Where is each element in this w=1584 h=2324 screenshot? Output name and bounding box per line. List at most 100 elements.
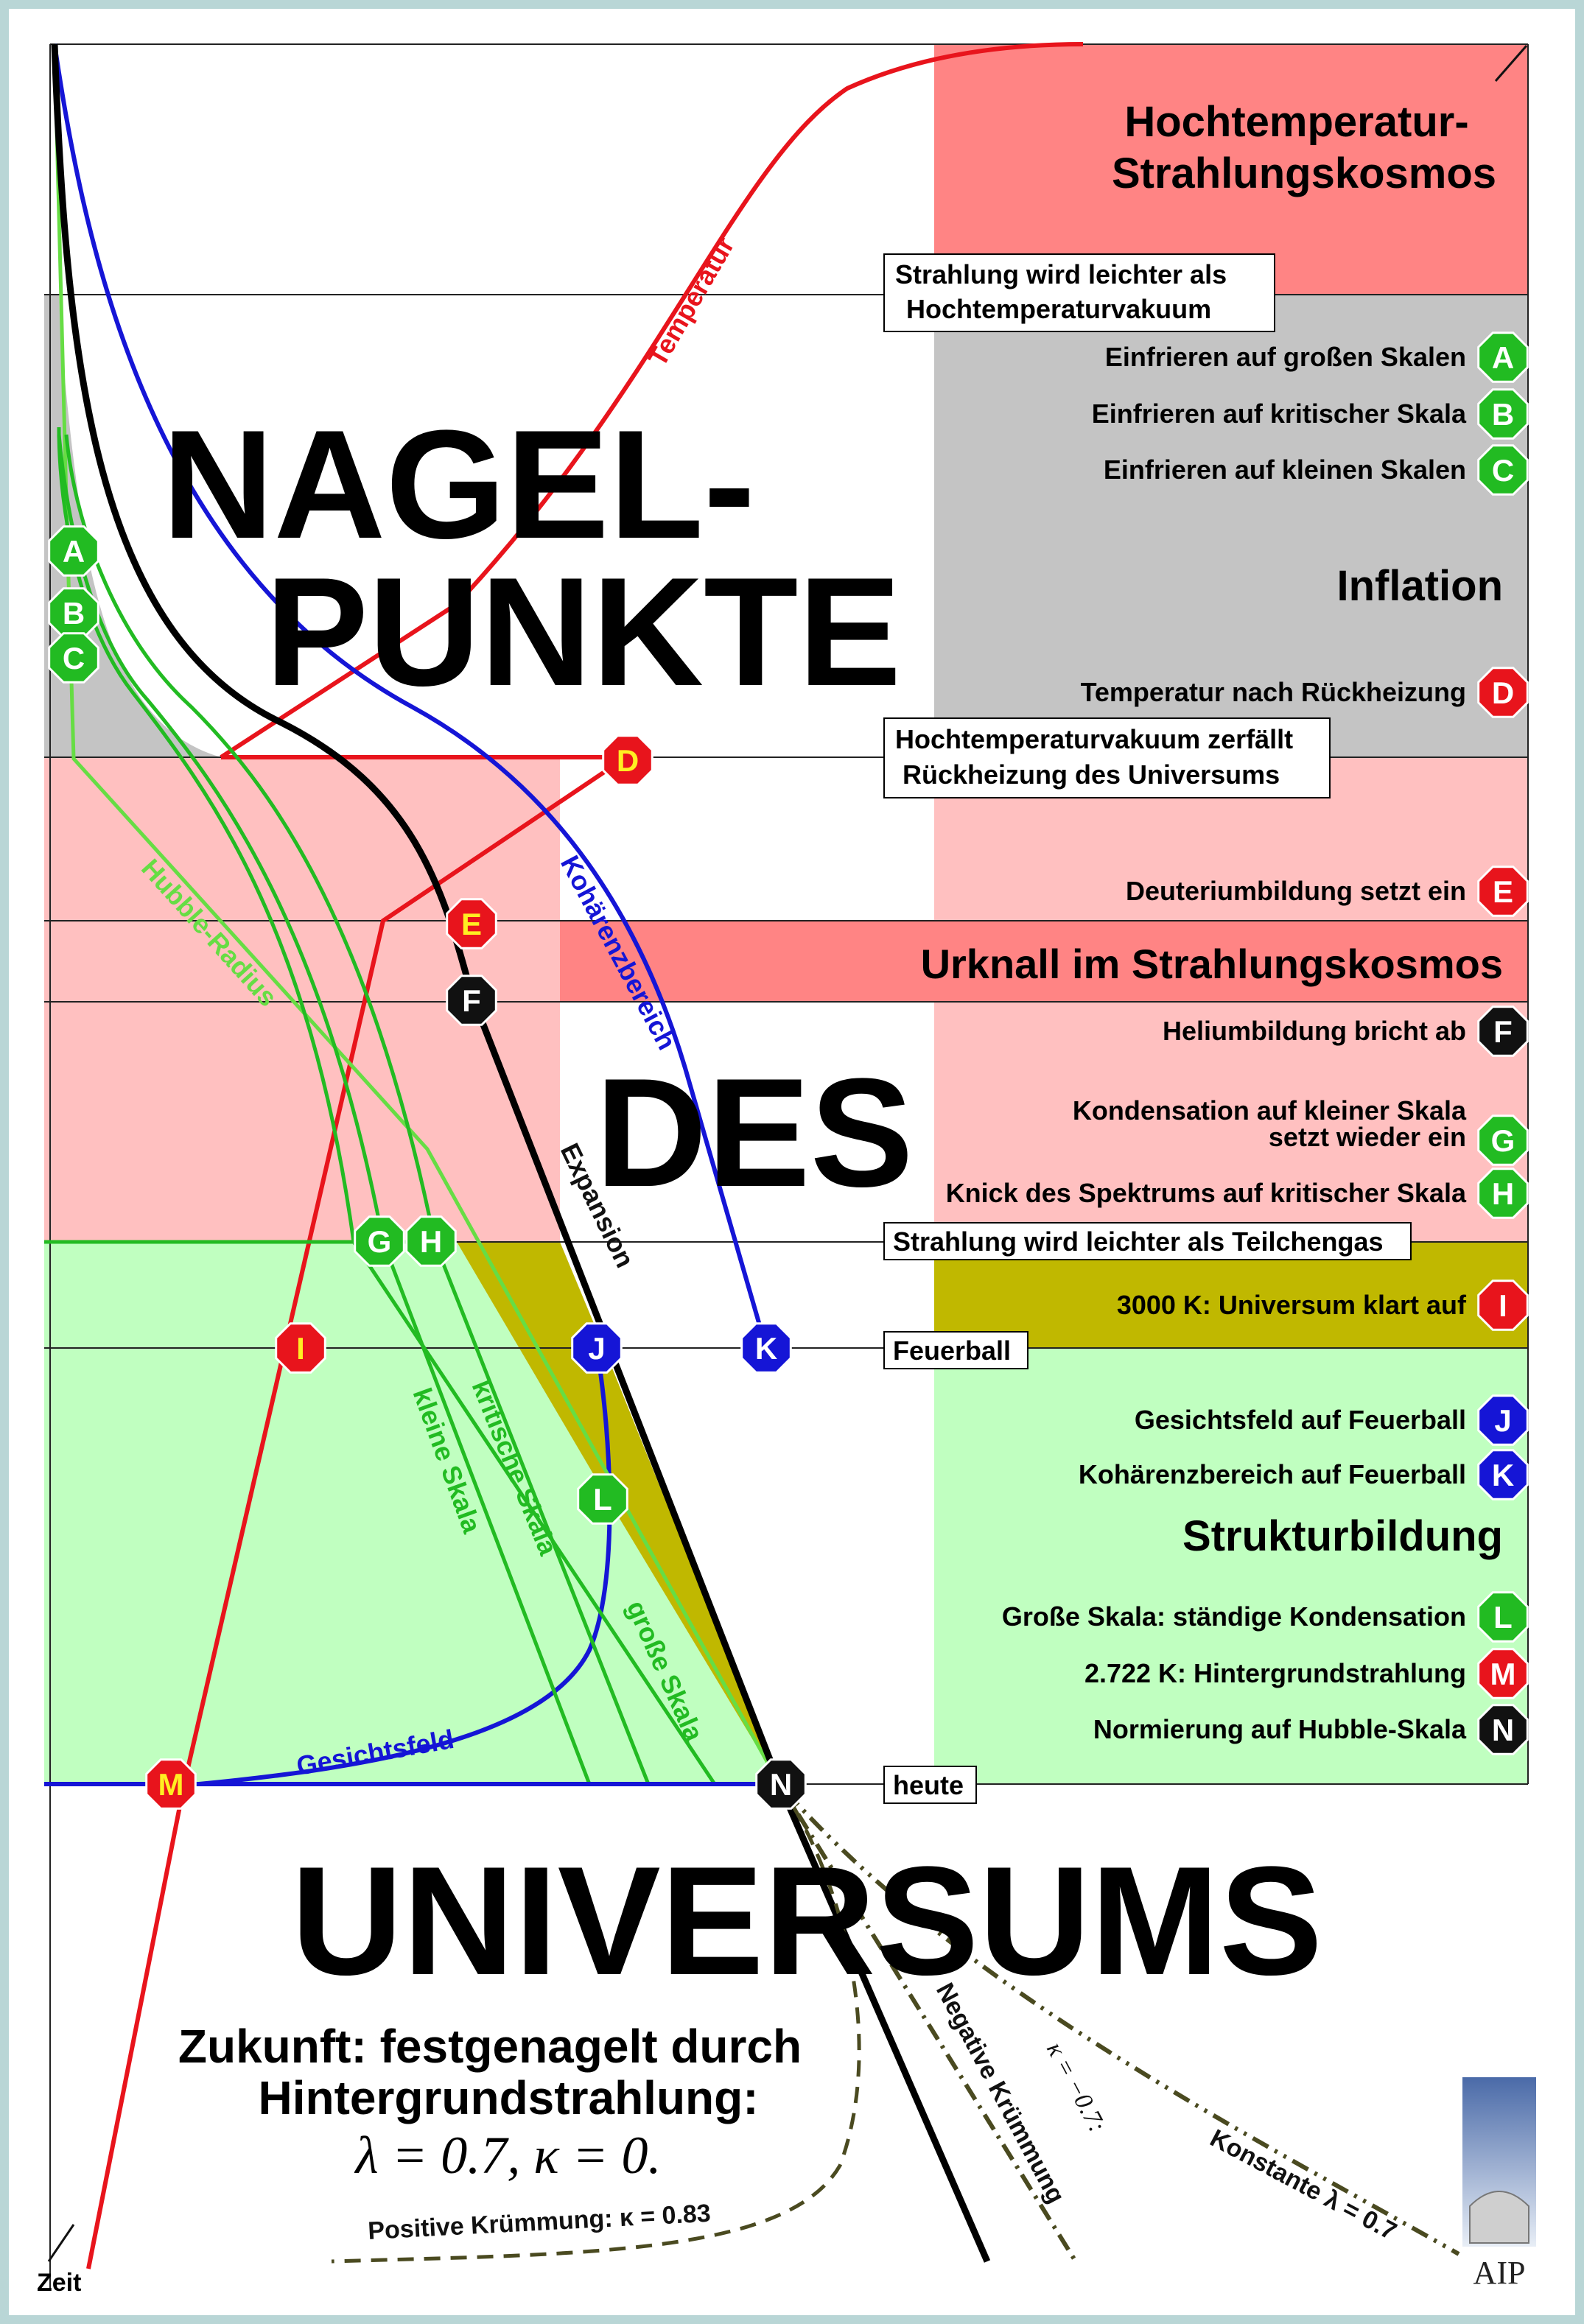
title-line3: DES (595, 1046, 914, 1219)
event-marker-b-letter: B (1492, 397, 1514, 432)
event-row-d: Temperatur nach Rückheizung (1081, 677, 1466, 707)
future-constant (777, 1783, 1460, 2256)
event-text-g: Kondensation auf kleiner Skala (1073, 1095, 1467, 1126)
diagram-marker-h: H (405, 1215, 457, 1267)
diagram-marker-n-letter: N (770, 1767, 792, 1802)
box-radiation-vacuum: Strahlung wird leichter als Hochtemperat… (883, 253, 1275, 332)
event-marker-m: M (1477, 1648, 1529, 1699)
event-row-k: Kohärenzbereich auf Feuerball (1079, 1459, 1466, 1489)
event-marker-i: I (1477, 1279, 1529, 1331)
svg-text:Strahlung wird leichter als Te: Strahlung wird leichter als Teilchengas (893, 1226, 1384, 1257)
event-marker-c: C (1477, 444, 1529, 496)
logo-text: AIP (1473, 2255, 1526, 2291)
event-marker-k-letter: K (1492, 1458, 1514, 1492)
event-marker-m-letter: M (1490, 1657, 1516, 1691)
diagram-marker-d: D (602, 734, 653, 786)
event-marker-j-letter: J (1494, 1403, 1511, 1438)
event-text-f: Heliumbildung bricht ab (1163, 1016, 1466, 1046)
diagram-marker-g: G (354, 1215, 405, 1267)
diagram-marker-e-letter: E (461, 907, 482, 941)
event-marker-h-letter: H (1492, 1176, 1514, 1211)
event-marker-n: N (1477, 1704, 1529, 1755)
title-line4: UNIVERSUMS (291, 1834, 1322, 2007)
event-text-b: Einfrieren auf kritischer Skala (1092, 399, 1467, 429)
event-marker-b: B (1477, 388, 1529, 440)
svg-text:Hochtemperaturvakuum: Hochtemperaturvakuum (906, 294, 1211, 324)
era-structure: Strukturbildung (1182, 1512, 1503, 1560)
diagram-marker-i-letter: I (296, 1331, 305, 1366)
era-high-temp2: Strahlungskosmos (1112, 150, 1496, 197)
diagram-marker-j-letter: J (588, 1331, 605, 1366)
event-row-j: Gesichtsfeld auf Feuerball (1135, 1405, 1466, 1435)
diagram-marker-g-letter: G (368, 1224, 392, 1259)
future-positive (331, 1783, 861, 2264)
event-row-e: Deuteriumbildung setzt ein (1126, 876, 1466, 906)
tick-bottom (47, 2224, 75, 2262)
box-vacuum-decays: Hochtemperaturvakuum zerfällt Rückheizun… (883, 717, 1331, 798)
event-text-j: Gesichtsfeld auf Feuerball (1135, 1405, 1466, 1435)
era-inflation: Inflation (1336, 562, 1503, 610)
event-marker-c-letter: C (1492, 453, 1514, 488)
event-marker-j: J (1477, 1394, 1529, 1446)
box-feuerball: Feuerball (883, 1331, 1028, 1369)
diagram-marker-b-letter: B (63, 596, 85, 631)
diagram-marker-k-letter: K (755, 1331, 777, 1366)
diagram-marker-j: J (571, 1322, 623, 1374)
expansion-curve (51, 43, 783, 1786)
svg-text:Strahlung wird leichter als: Strahlung wird leichter als (895, 259, 1227, 289)
future-line2: Hintergrundstrahlung: (258, 2071, 758, 2124)
event-marker-d-letter: D (1492, 675, 1514, 710)
diagram-marker-f: F (446, 975, 497, 1026)
event-marker-i-letter: I (1499, 1288, 1507, 1323)
era-high-temp: Hochtemperatur- (1124, 98, 1468, 146)
event-marker-e: E (1477, 866, 1529, 917)
diagram-marker-c: C (48, 632, 99, 684)
event-row-a: Einfrieren auf großen Skalen (1105, 342, 1466, 372)
svg-text:Feuerball: Feuerball (893, 1335, 1011, 1366)
future-formula: λ = 0.7, κ = 0. (354, 2126, 662, 2185)
diagram-marker-f-letter: F (462, 983, 481, 1018)
event-text-e: Deuteriumbildung setzt ein (1126, 876, 1466, 906)
box-radiation-gas: Strahlung wird leichter als Teilchengas (883, 1222, 1412, 1260)
diagram-marker-a: A (48, 525, 99, 577)
diagram-marker-i: I (275, 1322, 326, 1374)
event-row-b: Einfrieren auf kritischer Skala (1092, 399, 1467, 429)
diagram-marker-k: K (740, 1322, 792, 1374)
title-line2: PUNKTE (265, 545, 901, 718)
event-marker-d: D (1477, 667, 1529, 718)
diagram-marker-l-letter: L (593, 1482, 612, 1517)
box-heute: heute (883, 1766, 977, 1804)
future-flat (776, 1783, 991, 2263)
event-marker-g: G (1477, 1114, 1529, 1166)
diagram-marker-c-letter: C (63, 641, 85, 675)
event-marker-l-letter: L (1493, 1600, 1513, 1635)
event-marker-a-letter: A (1492, 340, 1514, 375)
diagram-marker-l: L (577, 1473, 628, 1525)
event-row-h: Knick des Spektrums auf kritischer Skala (946, 1178, 1467, 1208)
observatory-icon (1469, 2191, 1529, 2244)
axis-zeit: Zeit (37, 2269, 81, 2297)
coherence-curve (52, 43, 768, 1349)
band-green (934, 1348, 1528, 1784)
diagram-marker-a-letter: A (63, 534, 85, 569)
event-marker-g-letter: G (1491, 1123, 1515, 1158)
diagram-marker-d-letter: D (617, 743, 639, 778)
event-text-h: Knick des Spektrums auf kritischer Skala (946, 1178, 1467, 1208)
event-text-k: Kohärenzbereich auf Feuerball (1079, 1459, 1466, 1489)
svg-text:heute: heute (893, 1770, 964, 1800)
event-marker-f-letter: F (1493, 1014, 1513, 1049)
svg-text:Hochtemperaturvakuum zerfällt: Hochtemperaturvakuum zerfällt (895, 724, 1293, 754)
band-high-temp (934, 44, 1528, 295)
diagram-marker-h-letter: H (420, 1224, 442, 1259)
event-row-c: Einfrieren auf kleinen Skalen (1104, 454, 1466, 485)
event-row-m: 2.722 K: Hintergrundstrahlung (1084, 1658, 1466, 1688)
diagram-marker-m: M (145, 1758, 197, 1810)
aip-logo: AIP (1462, 2077, 1536, 2291)
event-row-l: Große Skala: ständige Kondensation (1002, 1601, 1466, 1632)
diagram-marker-e: E (446, 898, 497, 949)
event-text-n: Normierung auf Hubble-Skala (1093, 1714, 1467, 1744)
title-line1: NAGEL- (162, 398, 755, 571)
